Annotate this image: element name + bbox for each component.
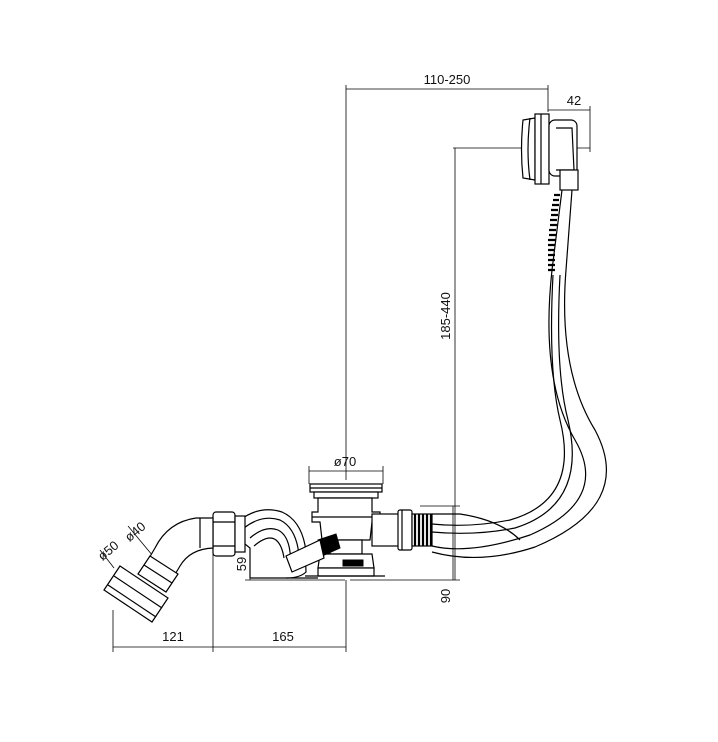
hose-ribbing-top bbox=[548, 193, 560, 272]
hose-ribbing-bottom bbox=[413, 514, 433, 546]
dimension-cable-height: 185-440 bbox=[438, 147, 590, 580]
dimension-overflow-depth: 42 bbox=[548, 93, 591, 152]
flexible-hose bbox=[431, 189, 608, 559]
dimension-trap-inlet-diameter-label: ø40 bbox=[122, 519, 149, 545]
dimension-outlet-diameter-label: ø50 bbox=[95, 538, 122, 564]
dimension-total-height-label: 90 bbox=[438, 589, 453, 603]
dimension-cable-height-label: 185-440 bbox=[438, 292, 453, 340]
dimension-overflow-reach-label: 110-250 bbox=[424, 72, 471, 87]
outlet-pipe bbox=[103, 555, 179, 623]
dimension-waste-diameter-label: ø70 bbox=[334, 454, 356, 469]
dimension-overflow-reach: 110-250 bbox=[345, 72, 549, 430]
coupling-nut bbox=[212, 511, 246, 557]
dimension-trap-height-label: 59 bbox=[234, 557, 249, 571]
dimension-outlet-offset-label: 121 bbox=[162, 629, 184, 644]
overflow-head bbox=[520, 113, 579, 191]
dimension-drain-offset-label: 165 bbox=[272, 629, 294, 644]
hose-connector bbox=[371, 509, 521, 551]
dimension-total-height: 90 bbox=[350, 505, 460, 603]
dimension-overflow-depth-label: 42 bbox=[567, 93, 581, 108]
waste-body bbox=[305, 483, 385, 577]
axis-lines bbox=[345, 430, 454, 580]
